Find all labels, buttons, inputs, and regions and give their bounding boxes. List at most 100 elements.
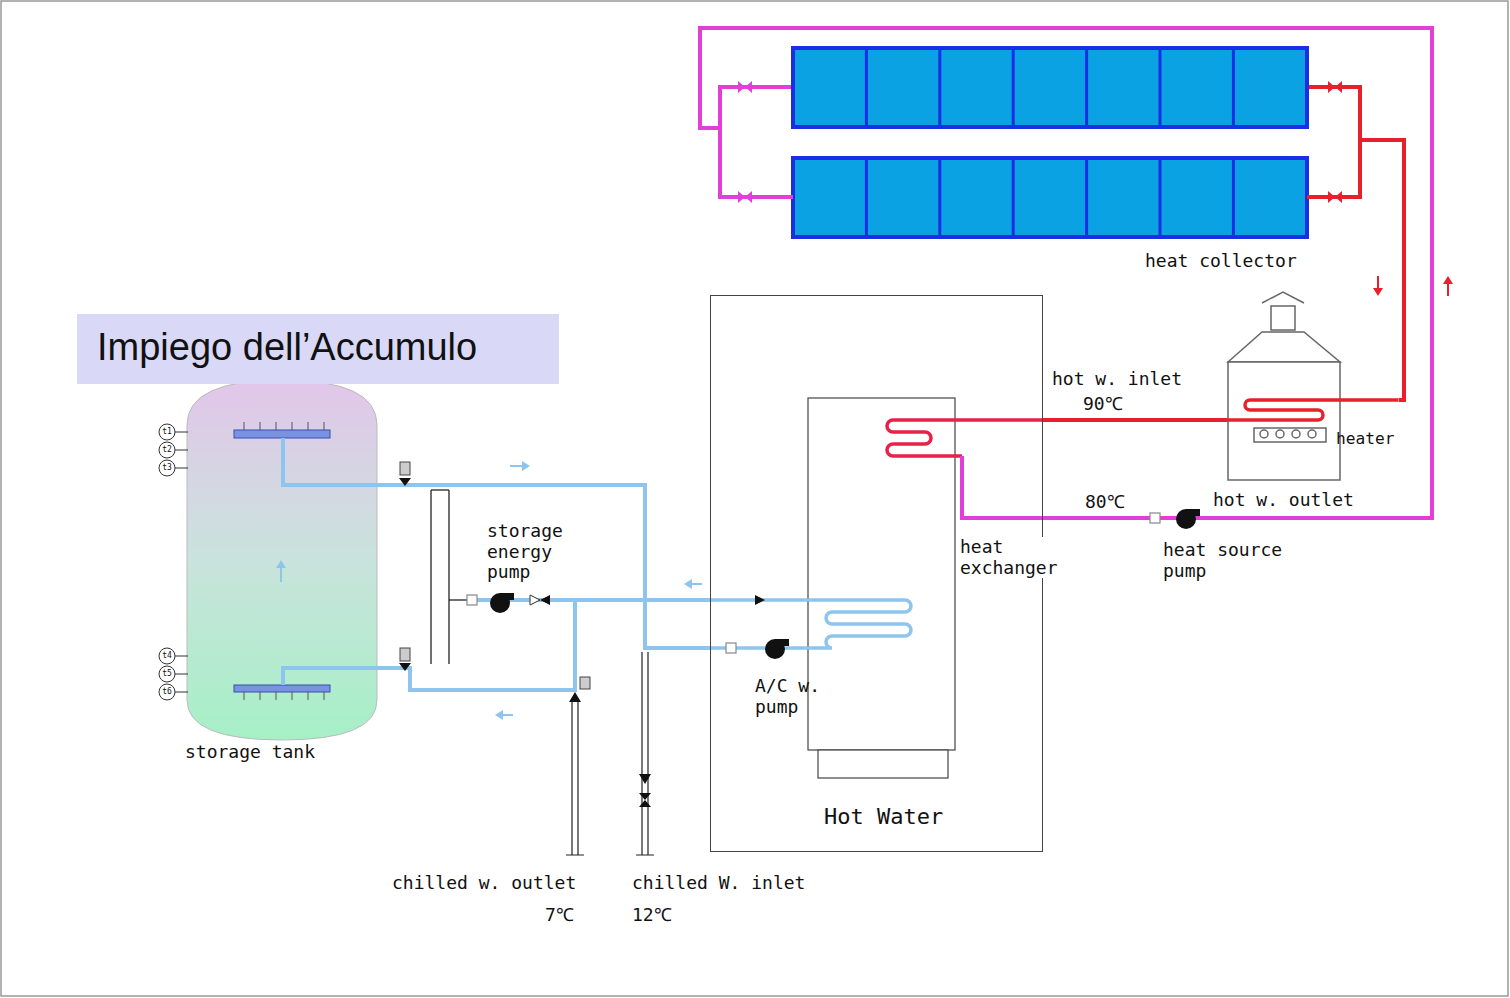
valve xyxy=(738,81,752,203)
flow-triangle xyxy=(569,692,581,702)
heat-collector: heat collector xyxy=(793,48,1307,280)
nozzle xyxy=(244,422,245,430)
pipe-label: heat exchanger xyxy=(960,537,1065,578)
supply-pipe xyxy=(1307,140,1360,197)
flow-triangle xyxy=(639,774,651,784)
heater-body xyxy=(1228,292,1340,480)
pipe-label: hot w. inlet xyxy=(1052,369,1182,390)
leader-line xyxy=(175,656,188,657)
tank-shell xyxy=(187,380,377,740)
three-way-valve xyxy=(399,462,590,689)
return-pipe xyxy=(720,128,793,197)
nozzle xyxy=(324,692,325,700)
pipe-label: 7℃ xyxy=(545,905,574,926)
label-wrap: chilled W. inlet xyxy=(632,873,805,894)
pipe-label: 12℃ xyxy=(632,905,672,926)
label-wrap: chilled w. outlet xyxy=(392,873,576,894)
label-wrap: 90℃ xyxy=(1083,394,1123,415)
exchanger-tank xyxy=(808,398,955,750)
label-wrap: heat source pump xyxy=(1163,540,1291,581)
callout-circle xyxy=(159,424,175,440)
callout-number: t2 xyxy=(159,444,175,456)
callout-number: t5 xyxy=(159,668,175,680)
label-wrap: storage energy pump xyxy=(487,521,577,583)
valve xyxy=(1328,81,1342,203)
pipe-connector xyxy=(380,485,710,648)
leader-line xyxy=(175,450,188,451)
panel-divider xyxy=(1012,48,1015,127)
pipe-label: 80℃ xyxy=(1085,492,1125,513)
pipe-label: chilled W. inlet xyxy=(632,873,805,894)
pipe-label: storage energy pump xyxy=(487,521,577,583)
node-label: Hot Water xyxy=(824,804,943,829)
callout-circle xyxy=(159,648,175,664)
collector-panel xyxy=(793,48,1307,127)
panel-divider xyxy=(938,158,941,237)
panel-divider xyxy=(865,158,868,237)
callout-number: t6 xyxy=(159,686,175,698)
chilled-pipe xyxy=(566,652,654,855)
node-label: storage tank xyxy=(185,742,315,763)
callout-number: t1 xyxy=(159,426,175,438)
panel-divider xyxy=(938,48,941,127)
panel-divider xyxy=(1085,48,1088,127)
label-wrap: t1 xyxy=(159,426,175,438)
tank-pipe xyxy=(283,668,380,685)
pipe-label: A/C w. pump xyxy=(755,676,827,717)
leader-line xyxy=(175,468,188,469)
heater: heater xyxy=(1228,290,1398,482)
callout-circle xyxy=(159,666,175,682)
leader-line xyxy=(175,674,188,675)
label-wrap: 7℃ xyxy=(545,905,574,926)
nozzle xyxy=(292,692,293,700)
nozzle xyxy=(324,422,325,430)
callout-circle xyxy=(159,460,175,476)
label-wrap: hot w. outlet xyxy=(1213,490,1354,511)
flow-arrow xyxy=(1373,276,1453,296)
valve xyxy=(639,793,651,807)
tank-pipe xyxy=(283,438,380,485)
pipe-label: hot w. outlet xyxy=(1213,490,1354,511)
storage-tank: storage tank xyxy=(185,378,380,770)
label-wrap: t6 xyxy=(159,686,175,698)
panel-divider xyxy=(1232,158,1235,237)
heater-coil xyxy=(1228,400,1398,420)
check-valve xyxy=(530,595,550,605)
nozzle xyxy=(308,692,309,700)
pipe-label: 90℃ xyxy=(1083,394,1123,415)
valve xyxy=(467,595,477,605)
leader-line xyxy=(175,432,188,433)
nozzle xyxy=(260,422,261,430)
flow-triangle xyxy=(755,595,765,605)
nozzle xyxy=(292,422,293,430)
panel-divider xyxy=(1085,158,1088,237)
label-wrap: t3 xyxy=(159,462,175,474)
valve xyxy=(726,643,736,653)
pump-pipe xyxy=(470,598,575,602)
chilled-coil xyxy=(710,600,911,648)
pipe-label: chilled w. outlet xyxy=(392,873,576,894)
node-label: heater xyxy=(1336,430,1394,449)
label-wrap: t4 xyxy=(159,650,175,662)
nozzle xyxy=(276,692,277,700)
panel-divider xyxy=(865,48,868,127)
valve xyxy=(1150,513,1160,523)
pipe-connector xyxy=(380,600,710,690)
bypass-pipe xyxy=(431,490,470,664)
nozzle xyxy=(276,422,277,430)
nozzle xyxy=(244,692,245,700)
return-pipe xyxy=(962,456,1043,518)
pipe-label: heat source pump xyxy=(1163,540,1291,581)
panel-divider xyxy=(1012,158,1015,237)
label-wrap: hot w. inlet xyxy=(1052,369,1182,390)
label-wrap: heat exchanger xyxy=(960,537,1065,578)
nozzle xyxy=(308,422,309,430)
callout-circle xyxy=(159,684,175,700)
leader-line xyxy=(175,692,188,693)
tank-base xyxy=(818,750,948,778)
label-wrap: A/C w. pump xyxy=(755,676,827,717)
exchanger-coil xyxy=(887,420,1043,456)
